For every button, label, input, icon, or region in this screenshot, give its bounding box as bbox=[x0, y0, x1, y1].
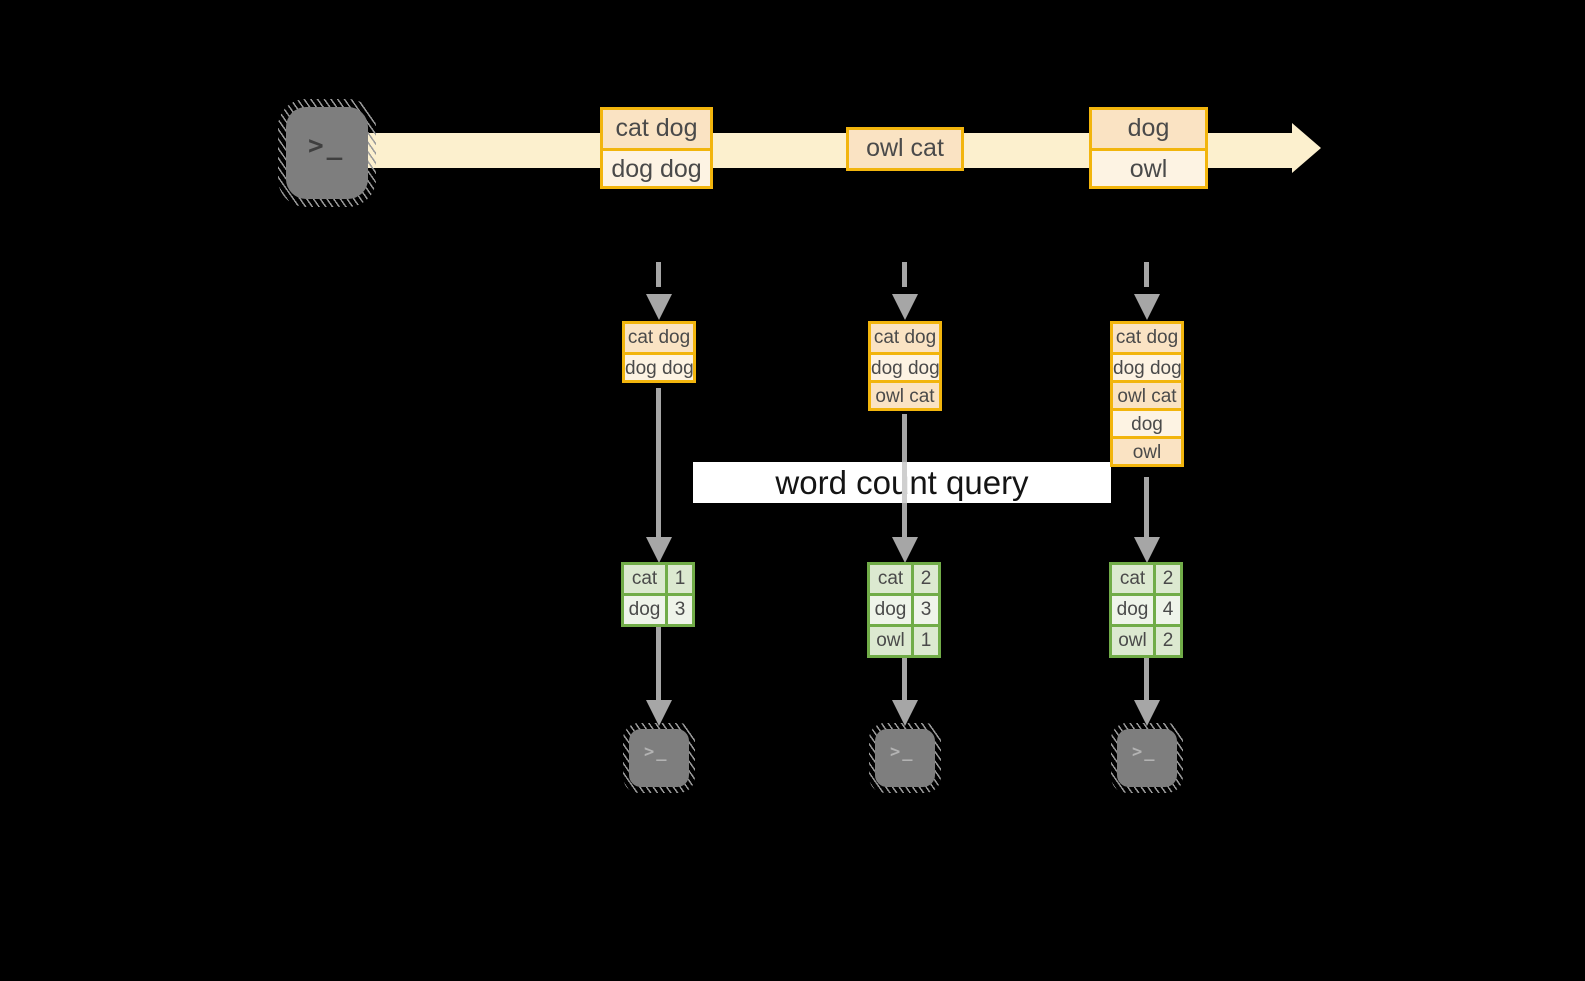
query-arrowhead-icon bbox=[1134, 537, 1160, 563]
count-cell: 2 bbox=[914, 565, 938, 593]
stream-record: dog bbox=[1092, 110, 1205, 148]
input-row: owl cat bbox=[1113, 380, 1181, 408]
query-arrowhead-icon bbox=[646, 537, 672, 563]
terminal-icon: >_ bbox=[286, 107, 368, 199]
count-row: cat 1 bbox=[624, 565, 692, 593]
terminal-prompt-glyph: >_ bbox=[1132, 742, 1157, 762]
count-cell: 3 bbox=[914, 596, 938, 624]
word-cell: dog bbox=[870, 596, 914, 624]
word-cell: dog bbox=[624, 596, 668, 624]
count-cell: 3 bbox=[668, 596, 692, 624]
query-arrowhead-icon bbox=[892, 537, 918, 563]
input-table-2: cat dog dog dog owl cat bbox=[868, 321, 942, 411]
word-cell: owl bbox=[870, 627, 914, 655]
count-row: dog 3 bbox=[870, 593, 938, 624]
terminal-prompt-glyph: >_ bbox=[644, 742, 669, 762]
count-cell: 1 bbox=[914, 627, 938, 655]
sink-terminal-icon: >_ bbox=[1111, 723, 1183, 793]
input-row: cat dog bbox=[625, 324, 693, 352]
count-cell: 2 bbox=[1156, 565, 1180, 593]
word-cell: owl bbox=[1112, 627, 1156, 655]
sink-arrow-line bbox=[1144, 656, 1149, 702]
word-cell: cat bbox=[870, 565, 914, 593]
result-table-1: cat 1 dog 3 bbox=[621, 562, 695, 627]
count-row: cat 2 bbox=[1112, 565, 1180, 593]
result-table-2: cat 2 dog 3 owl 1 bbox=[867, 562, 941, 658]
input-row: dog dog bbox=[871, 352, 939, 380]
count-row: dog 3 bbox=[624, 593, 692, 624]
count-cell: 1 bbox=[668, 565, 692, 593]
trigger-arrowhead-icon bbox=[646, 294, 672, 320]
stream-record: owl bbox=[1092, 148, 1205, 186]
count-row: cat 2 bbox=[870, 565, 938, 593]
terminal-prompt-glyph: >_ bbox=[308, 131, 346, 161]
terminal-icon: >_ bbox=[629, 729, 689, 787]
sink-arrow-line bbox=[656, 625, 661, 702]
count-row: dog 4 bbox=[1112, 593, 1180, 624]
count-cell: 4 bbox=[1156, 596, 1180, 624]
word-cell: cat bbox=[624, 565, 668, 593]
stream-timeline-arrowhead-icon bbox=[1292, 123, 1321, 173]
count-row: owl 2 bbox=[1112, 624, 1180, 655]
sink-arrowhead-icon bbox=[892, 700, 918, 726]
count-cell: 2 bbox=[1156, 627, 1180, 655]
stream-record: cat dog bbox=[603, 110, 710, 148]
sink-arrow-line bbox=[902, 656, 907, 702]
query-arrow-line bbox=[1144, 477, 1149, 538]
result-table-3: cat 2 dog 4 owl 2 bbox=[1109, 562, 1183, 658]
input-row: dog dog bbox=[1113, 352, 1181, 380]
terminal-icon: >_ bbox=[875, 729, 935, 787]
word-cell: dog bbox=[1112, 596, 1156, 624]
stream-batch-2: owl cat bbox=[846, 127, 964, 171]
stream-batch-3: dog owl bbox=[1089, 107, 1208, 189]
query-arrow-line bbox=[656, 388, 661, 538]
word-cell: cat bbox=[1112, 565, 1156, 593]
trigger-arrow-dash bbox=[656, 262, 661, 287]
trigger-arrowhead-icon bbox=[892, 294, 918, 320]
source-terminal-icon: >_ bbox=[278, 99, 376, 207]
stream-batch-1: cat dog dog dog bbox=[600, 107, 713, 189]
input-row: cat dog bbox=[1113, 324, 1181, 352]
input-row: owl bbox=[1113, 436, 1181, 464]
trigger-arrowhead-icon bbox=[1134, 294, 1160, 320]
stream-record: owl cat bbox=[849, 130, 961, 168]
input-row: dog bbox=[1113, 408, 1181, 436]
input-table-1: cat dog dog dog bbox=[622, 321, 696, 383]
sink-arrowhead-icon bbox=[1134, 700, 1160, 726]
sink-arrowhead-icon bbox=[646, 700, 672, 726]
input-table-3: cat dog dog dog owl cat dog owl bbox=[1110, 321, 1184, 467]
stream-record: dog dog bbox=[603, 148, 710, 186]
trigger-arrow-dash bbox=[902, 262, 907, 287]
sink-terminal-icon: >_ bbox=[869, 723, 941, 793]
terminal-icon: >_ bbox=[1117, 729, 1177, 787]
terminal-prompt-glyph: >_ bbox=[890, 742, 915, 762]
input-row: owl cat bbox=[871, 380, 939, 408]
query-arrow-through-band bbox=[902, 462, 907, 503]
trigger-arrow-dash bbox=[1144, 262, 1149, 287]
input-row: dog dog bbox=[625, 352, 693, 380]
count-row: owl 1 bbox=[870, 624, 938, 655]
input-row: cat dog bbox=[871, 324, 939, 352]
sink-terminal-icon: >_ bbox=[623, 723, 695, 793]
